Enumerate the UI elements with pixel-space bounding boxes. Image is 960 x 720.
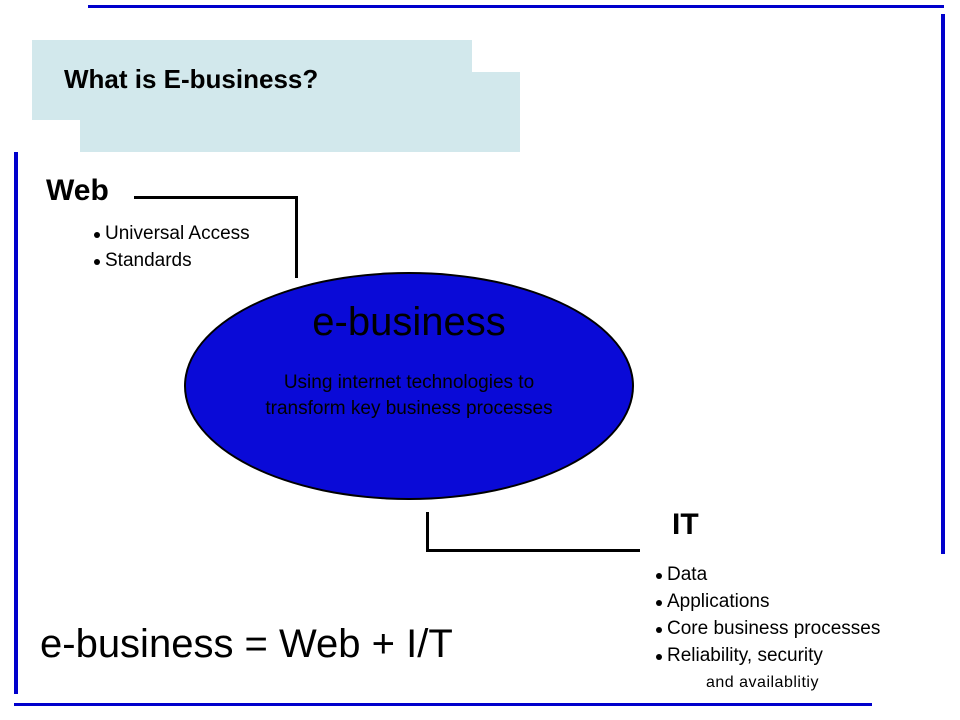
title-background-front: [80, 72, 520, 152]
equation-text: e-business = Web + I/T: [40, 622, 453, 666]
it-bullet-item: Core business processes: [656, 615, 880, 642]
it-connector-horizontal: [426, 549, 640, 552]
it-bullet-item: Applications: [656, 588, 880, 615]
frame-bottom-bar: [14, 703, 872, 706]
web-heading: Web: [46, 174, 109, 207]
it-bullet-continuation: and availablitiy: [706, 674, 819, 691]
ellipse-title: e-business: [312, 300, 506, 344]
web-bullet-item: Standards: [94, 247, 250, 274]
ellipse-description-line: Using internet technologies to: [283, 372, 535, 393]
it-bullet-item: Reliability, security: [656, 642, 880, 669]
it-heading: IT: [672, 508, 699, 541]
web-connector-horizontal: [134, 196, 298, 199]
frame-top-bar: [88, 5, 944, 8]
web-connector-vertical: [295, 196, 298, 278]
it-connector-vertical: [426, 512, 429, 552]
it-bullet-list: Data Applications Core business processe…: [656, 561, 880, 696]
ellipse-description: Using internet technologies to transform…: [186, 370, 632, 422]
frame-left-bar: [14, 152, 18, 694]
ellipse-description-line: transform key business processes: [265, 398, 553, 419]
frame-right-bar: [941, 14, 945, 554]
slide-title: What is E-business?: [64, 64, 319, 94]
web-bullet-list: Universal Access Standards: [94, 220, 250, 274]
web-bullet-item: Universal Access: [94, 220, 250, 247]
it-bullet-item: Data: [656, 561, 880, 588]
e-business-ellipse: e-business Using internet technologies t…: [184, 272, 634, 500]
